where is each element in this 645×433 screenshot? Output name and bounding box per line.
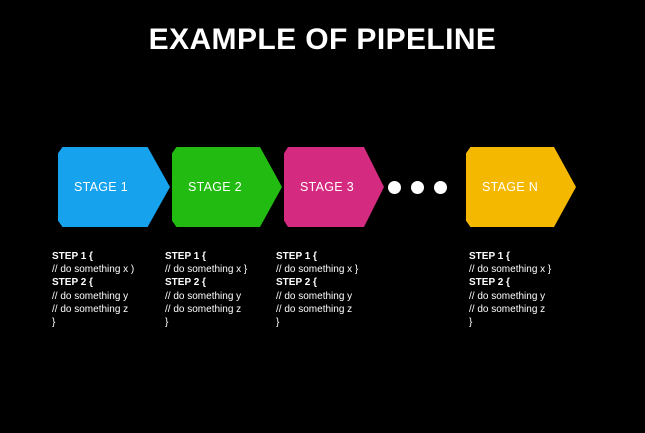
pipeline-stage-row: STAGE 1 STAGE 2 STAGE 3 STAGE N xyxy=(0,147,645,227)
code-line: STEP 1 { xyxy=(469,251,510,262)
code-line: // do something y xyxy=(469,290,546,302)
code-line: STEP 2 { xyxy=(469,277,510,289)
pipeline-stage-n-label: STAGE N xyxy=(482,180,539,194)
code-line: // do something y xyxy=(276,290,353,302)
pipeline-stage-2-label: STAGE 2 xyxy=(188,180,242,194)
code-line: } xyxy=(469,317,473,329)
pipeline-stage-n[interactable]: STAGE N xyxy=(466,147,576,227)
code-line: STEP 1 { xyxy=(52,251,93,262)
code-line: STEP 2 { xyxy=(165,277,206,289)
code-line: // do something y xyxy=(165,290,242,302)
ellipsis-dot-3 xyxy=(434,181,447,194)
code-line: STEP 1 { xyxy=(165,251,206,262)
code-line: // do something x } xyxy=(469,264,552,276)
code-line: // do something x ) xyxy=(52,264,135,276)
code-line: } xyxy=(165,317,169,329)
stage-code-block: STEP 1 {// do something x }STEP 2 {// do… xyxy=(469,250,551,329)
code-line: // do something z xyxy=(165,303,242,315)
code-line: STEP 2 { xyxy=(276,277,317,289)
code-line: // do something z xyxy=(276,303,353,315)
ellipsis-dot-1 xyxy=(388,181,401,194)
code-line: // do something x } xyxy=(276,264,359,276)
code-line: // do something z xyxy=(52,303,129,315)
code-line: // do something x } xyxy=(165,264,248,276)
code-line: // do something z xyxy=(469,303,546,315)
pipeline-stage-3[interactable]: STAGE 3 xyxy=(284,147,384,227)
stage-code-block: STEP 1 {// do something x }STEP 2 {// do… xyxy=(276,250,358,329)
stage-code-block-list: STEP 1 {// do something x )STEP 2 {// do… xyxy=(0,250,645,360)
pipeline-stage-1[interactable]: STAGE 1 xyxy=(58,147,170,227)
ellipsis-dot-2 xyxy=(411,181,424,194)
code-line: STEP 2 { xyxy=(52,277,93,289)
code-line: STEP 1 { xyxy=(276,251,317,262)
ellipsis-dots-icon xyxy=(388,181,450,195)
pipeline-stage-3-label: STAGE 3 xyxy=(300,180,354,194)
stage-code-block: STEP 1 {// do something x )STEP 2 {// do… xyxy=(52,250,134,329)
page-title: EXAMPLE OF PIPELINE xyxy=(148,23,497,56)
pipeline-stage-1-label: STAGE 1 xyxy=(74,180,128,194)
code-line: } xyxy=(276,317,280,329)
code-line: // do something y xyxy=(52,290,129,302)
pipeline-stage-2[interactable]: STAGE 2 xyxy=(172,147,282,227)
stage-code-block: STEP 1 {// do something x }STEP 2 {// do… xyxy=(165,250,247,329)
code-line: } xyxy=(52,317,56,329)
